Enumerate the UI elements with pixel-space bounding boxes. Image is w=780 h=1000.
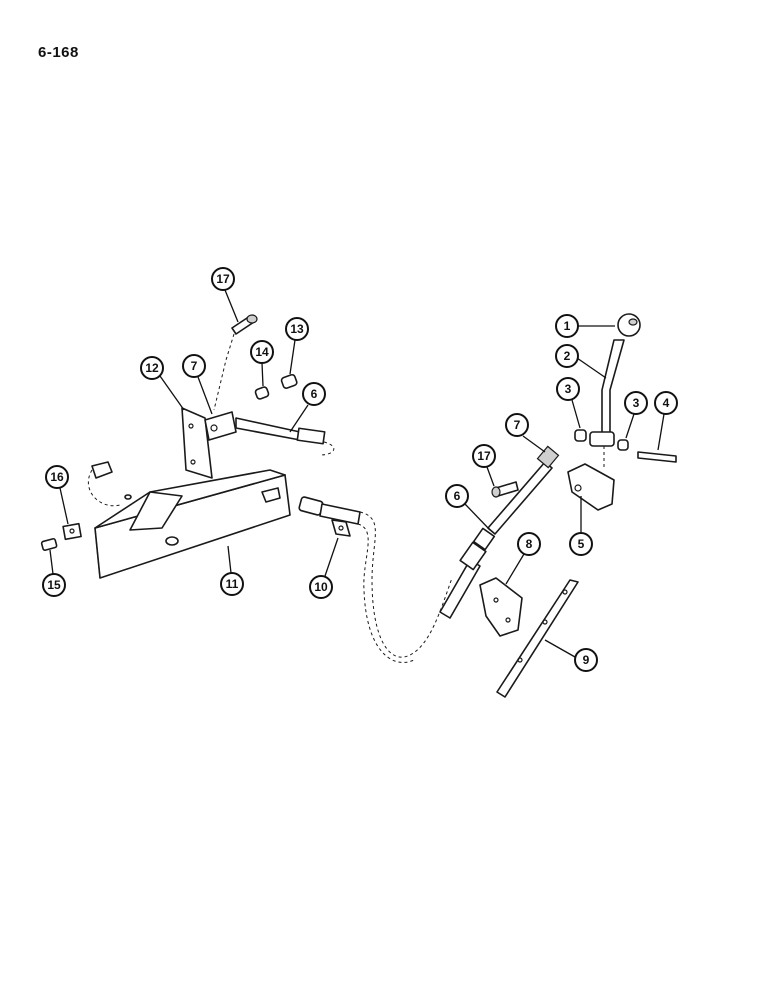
callout-8: 8 <box>505 532 541 585</box>
callout-label-4: 4 <box>663 396 670 410</box>
callout-label-7b: 7 <box>514 418 521 432</box>
callout-7a: 7 <box>182 354 213 415</box>
callout-label-3b: 3 <box>633 396 640 410</box>
callout-6b: 6 <box>445 484 491 531</box>
callout-11: 11 <box>220 545 244 596</box>
callout-label-8: 8 <box>526 537 533 551</box>
page-number: 6-168 <box>38 44 79 61</box>
callout-9: 9 <box>544 639 598 672</box>
callout-label-2: 2 <box>564 349 571 363</box>
lower-bracket <box>479 577 523 637</box>
callout-6a: 6 <box>289 382 326 433</box>
callout-5: 5 <box>569 496 593 556</box>
callout-label-15: 15 <box>47 578 61 592</box>
callout-12: 12 <box>140 356 185 411</box>
main-cable-loop <box>357 445 560 663</box>
bushings-upper <box>254 373 298 400</box>
callout-label-16: 16 <box>50 470 64 484</box>
lower-pin <box>491 481 519 498</box>
callout-label-3a: 3 <box>565 382 572 396</box>
cable-fitting <box>298 496 361 537</box>
callout-17b: 17 <box>472 444 496 487</box>
callout-label-6a: 6 <box>311 387 318 401</box>
callout-4: 4 <box>654 391 678 451</box>
callout-label-11: 11 <box>226 577 239 591</box>
callout-14: 14 <box>250 340 274 387</box>
callout-1: 1 <box>555 314 615 338</box>
callout-label-17a: 17 <box>216 272 230 286</box>
mounting-bracket <box>87 461 291 579</box>
callout-label-13: 13 <box>290 322 304 336</box>
callout-13: 13 <box>285 317 309 375</box>
callout-10: 10 <box>309 537 339 599</box>
lever-bracket <box>567 463 615 511</box>
upper-pin <box>213 314 258 411</box>
washer-screw <box>40 522 82 551</box>
callout-label-10: 10 <box>314 580 328 594</box>
callout-7b: 7 <box>505 413 546 453</box>
callout-label-12: 12 <box>145 361 159 375</box>
callout-label-6b: 6 <box>454 489 461 503</box>
rail <box>496 579 579 698</box>
callout-16: 16 <box>45 465 69 525</box>
shift-lever <box>574 313 677 470</box>
upper-cable <box>204 411 335 456</box>
callout-17a: 17 <box>211 267 239 323</box>
callout-15: 15 <box>42 549 66 597</box>
callout-label-9: 9 <box>583 653 590 667</box>
callout-label-17b: 17 <box>477 449 491 463</box>
callout-label-1: 1 <box>564 319 571 333</box>
callout-label-5: 5 <box>578 537 585 551</box>
callout-3a: 3 <box>556 377 581 429</box>
callout-label-7a: 7 <box>191 359 198 373</box>
support-plate <box>181 407 213 479</box>
callout-2: 2 <box>555 344 607 379</box>
callout-label-14: 14 <box>255 345 269 359</box>
callout-3b: 3 <box>624 391 648 439</box>
